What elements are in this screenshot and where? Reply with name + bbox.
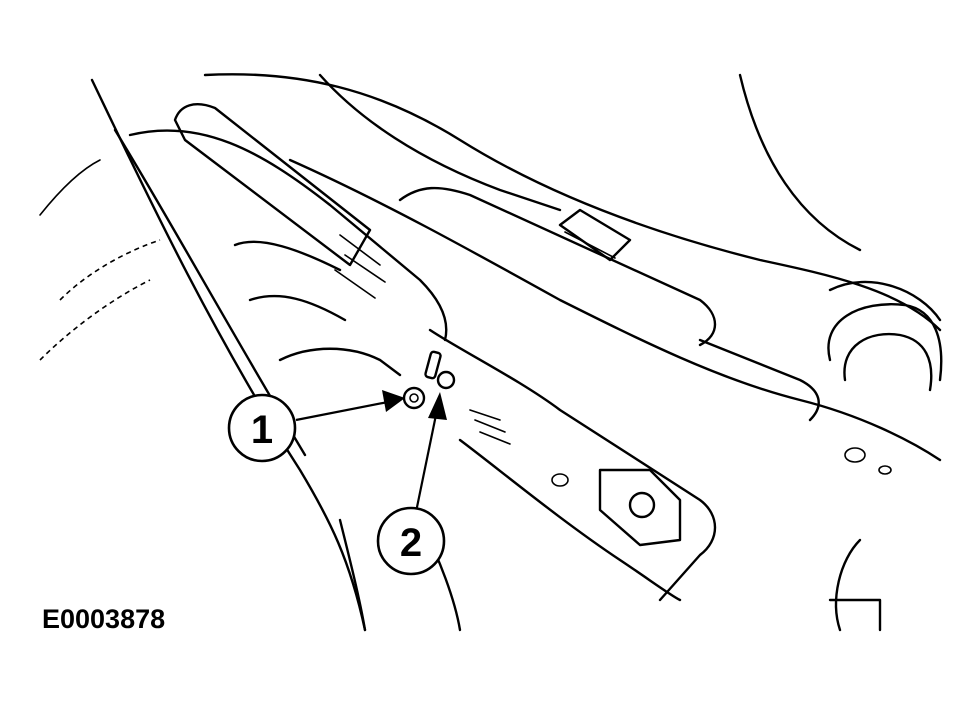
screw-fastener (424, 350, 456, 390)
left-trim-panel (39, 78, 367, 632)
callout-1-label: 1 (251, 408, 273, 452)
clip-fastener (402, 386, 426, 410)
callout-2: 2 (376, 392, 447, 576)
cup-holder (827, 303, 943, 475)
callout-1: 1 (227, 390, 405, 463)
callout-2-label: 2 (400, 521, 422, 565)
center-console-upper (203, 73, 942, 462)
figure-code: E0003878 (42, 604, 166, 634)
console-lower-bracket (338, 328, 882, 632)
parking-brake-lever (128, 103, 448, 377)
